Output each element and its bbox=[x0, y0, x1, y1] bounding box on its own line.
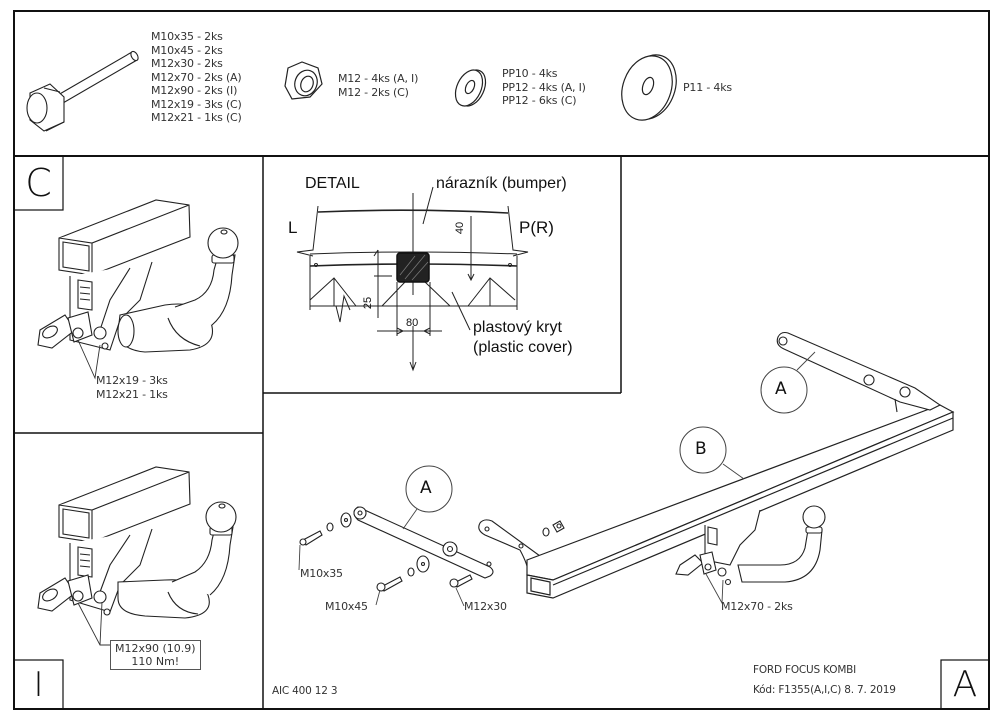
spring-washer-item: PP12 - 6ks (C) bbox=[502, 94, 577, 107]
drawing-number: AIC 400 12 3 bbox=[272, 685, 338, 697]
bolt-list: M10x35 - 2ks M10x45 - 2ks M12x30 - 2ks M… bbox=[151, 30, 242, 125]
bracket-a-right-drawing bbox=[776, 331, 942, 413]
crossbar-b-drawing bbox=[526, 404, 955, 599]
callout-line: M12x21 - 1ks bbox=[96, 387, 168, 401]
callout-m10x35: M10x35 bbox=[300, 567, 343, 580]
part-label-b: B bbox=[695, 439, 707, 459]
spring-washer-item: PP12 - 4ks (A, I) bbox=[502, 80, 586, 94]
bolt-item: M12x19 - 3ks (C) bbox=[151, 97, 242, 111]
spring-washer-icon bbox=[454, 69, 487, 107]
spring-washer-item: PP10 - 4ks bbox=[502, 67, 558, 80]
nut-item: M12 - 4ks (A, I) bbox=[338, 72, 419, 85]
hex-bolt-icon bbox=[26, 50, 139, 132]
bolt-item: M10x35 - 2ks bbox=[151, 30, 223, 43]
panel-i-callout-box: M12x90 (10.9) 110 Nm! bbox=[110, 640, 201, 670]
flat-washer-list: P11 - 4ks bbox=[683, 81, 732, 95]
panel-c-letter: C bbox=[25, 161, 52, 205]
cover-label-line: (plastic cover) bbox=[473, 339, 573, 356]
panel-c-leader-lines bbox=[77, 339, 101, 380]
bracket-a-left-drawing bbox=[299, 506, 494, 592]
spring-washer-list: PP10 - 4ks PP12 - 4ks (A, I) PP12 - 6ks … bbox=[502, 67, 586, 108]
callout-line: M12x90 (10.9) bbox=[115, 642, 196, 655]
callout-m12x70: M12x70 - 2ks bbox=[721, 600, 793, 613]
callout-m12x30: M12x30 bbox=[464, 600, 507, 613]
callout-line: 110 Nm! bbox=[131, 655, 180, 668]
bolt-item: M12x30 - 2ks bbox=[151, 57, 223, 70]
nut-list: M12 - 4ks (A, I) M12 - 2ks (C) bbox=[338, 72, 418, 99]
panel-c-callout: M12x19 - 3ks M12x21 - 1ks bbox=[96, 374, 168, 401]
callout-line: M12x19 - 3ks bbox=[96, 374, 168, 387]
part-label-a-left: A bbox=[420, 478, 432, 498]
left-side-label: L bbox=[288, 218, 298, 237]
bumper-label: nárazník (bumper) bbox=[436, 175, 567, 192]
right-side-label: P(R) bbox=[519, 218, 554, 237]
mounting-block-icon bbox=[396, 252, 430, 283]
dimension-80: 80 bbox=[406, 317, 419, 329]
part-leader-lines bbox=[298, 351, 816, 607]
flat-washer-item: P11 - 4ks bbox=[683, 81, 732, 94]
code-and-date: Kód: F1355(A,I,C) 8. 7. 2019 bbox=[753, 684, 896, 696]
bolt-item: M10x45 - 2ks bbox=[151, 43, 223, 57]
panel-i-letter-box bbox=[13, 659, 64, 710]
cover-label-line: plastový kryt bbox=[473, 319, 562, 336]
outer-border bbox=[13, 10, 990, 710]
callout-m10x45: M10x45 bbox=[325, 600, 368, 613]
detail-title: DETAIL bbox=[305, 175, 360, 192]
nut-item: M12 - 2ks (C) bbox=[338, 85, 409, 99]
vehicle-name: FORD FOCUS KOMBI bbox=[753, 664, 857, 676]
bolt-item: M12x70 - 2ks (A) bbox=[151, 70, 242, 84]
tow-hitch-c-drawing bbox=[37, 199, 239, 353]
part-label-circles bbox=[405, 366, 808, 513]
variant-letter-box bbox=[940, 659, 990, 710]
dimension-40: 40 bbox=[454, 221, 467, 235]
tow-hitch-i-drawing bbox=[37, 466, 237, 619]
bolt-item: M12x90 - 2ks (I) bbox=[151, 84, 238, 97]
flat-washer-icon bbox=[621, 54, 677, 121]
variant-letter: A bbox=[952, 664, 978, 705]
dimension-25: 25 bbox=[362, 296, 375, 310]
bolt-item: M12x21 - 1ks (C) bbox=[151, 111, 242, 124]
plastic-cover-label: plastový kryt (plastic cover) bbox=[473, 318, 573, 358]
hex-nut-icon bbox=[284, 61, 323, 100]
panel-c-letter-box bbox=[13, 155, 64, 211]
panel-i-leader-lines bbox=[77, 601, 110, 646]
tow-hitch-main-drawing bbox=[675, 505, 826, 586]
part-label-a-right: A bbox=[775, 379, 787, 399]
panel-i-letter: I bbox=[33, 665, 44, 705]
